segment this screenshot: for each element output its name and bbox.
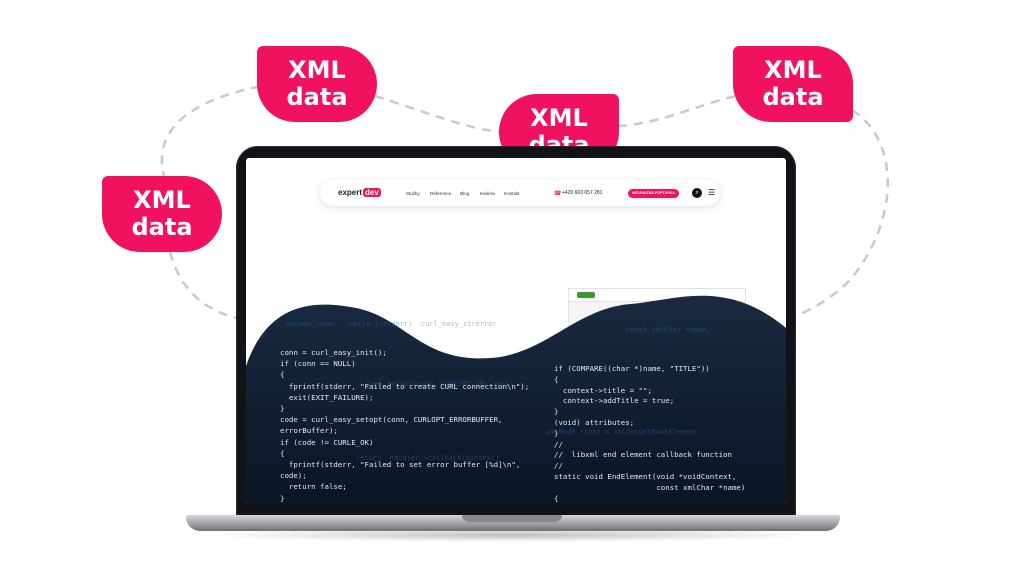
code-line: return false; [280, 482, 347, 492]
code-line: if (conn == NULL) [280, 359, 356, 369]
ghost-code-5: xmlNode *root = xmlDocGetRootElement [546, 428, 698, 436]
code-line: fprintf(stderr, "Failed to set error buf… [280, 460, 521, 469]
bubble-line-2: data [762, 83, 824, 111]
code-line: errorBuffer); [280, 426, 338, 436]
code-line: { [280, 448, 285, 458]
nav-item-services[interactable]: Služby [406, 191, 420, 196]
nav-item-contact[interactable]: Kontakt [504, 191, 520, 196]
code-line: if (code != CURLE_OK) [280, 437, 374, 447]
bubble-line-2: data [131, 213, 193, 241]
xml-data-bubble-top: XML data [257, 46, 377, 122]
logo-badge: dev [363, 188, 381, 197]
bubble-line-1: XML [288, 56, 346, 84]
code-line: } [280, 404, 285, 413]
code-line: { [280, 370, 285, 380]
code-line: // [554, 439, 563, 449]
code-line: { [554, 374, 559, 384]
inquiry-button[interactable]: NEZÁVAZNÁ POPTÁVKA [628, 189, 679, 198]
code-line: const xmlChar *name) [554, 482, 746, 492]
thumbnail-logo [577, 292, 595, 298]
ghost-code-4: const xmlChar *name, [626, 326, 711, 334]
code-wave-overlay [246, 295, 786, 504]
code-line: } [554, 407, 559, 417]
laptop-opening-notch [462, 515, 562, 522]
phone-number[interactable]: +420 603 657 281 [562, 190, 603, 196]
bubble-line-2: data [286, 83, 348, 111]
code-line: exit(EXIT_FAILURE); [280, 392, 374, 402]
code-line: { [554, 493, 559, 503]
code-line: // libxml end element callback function [554, 450, 732, 460]
code-line: context->addTitle = true; [554, 396, 675, 406]
ghost-code-1: decode_code; while (!stderr) curl_easy_s… [286, 320, 497, 328]
code-line: static void EndElement(void *voidContext… [554, 472, 737, 481]
laptop-shadow [200, 528, 824, 542]
bubble-line-1: XML [764, 56, 822, 84]
code-line: code = curl_easy_setopt(conn, CURLOPT_ER… [280, 415, 503, 425]
code-line: // [554, 461, 563, 471]
nav-item-blog[interactable]: Blog [460, 191, 470, 196]
code-line: } [280, 493, 285, 503]
code-line: code); [280, 471, 307, 481]
bubble-line-1: XML [530, 104, 588, 132]
xml-data-bubble-right: XML data [733, 46, 853, 122]
search-icon[interactable]: ⌕ [692, 188, 702, 198]
ghost-code-3: return handler->callback(context) [356, 454, 500, 462]
laptop-base [186, 515, 840, 531]
bubble-line-1: XML [133, 186, 191, 214]
nav-item-references[interactable]: Reference [430, 191, 452, 196]
code-line: } [554, 428, 559, 438]
code-line: context->title = ""; [554, 385, 652, 395]
logo-text: expert [338, 188, 363, 197]
menu-icon[interactable]: ☰ [708, 188, 716, 197]
ghost-code-2: curl_setopt(conn, CURLOPT_URL, url) [366, 380, 514, 388]
phone-icon: ☎ [554, 191, 562, 197]
code-line: fprintf(stderr, "Failed to create CURL c… [280, 381, 530, 391]
code-line: conn = curl_easy_init(); [280, 348, 387, 357]
code-line: if (COMPARE((char *)name, "TITLE")) [554, 364, 710, 373]
nav-item-career[interactable]: Kariéra [480, 191, 495, 196]
xml-data-bubble-left: XML data [102, 176, 222, 252]
code-line: (void) attributes; [554, 418, 635, 427]
